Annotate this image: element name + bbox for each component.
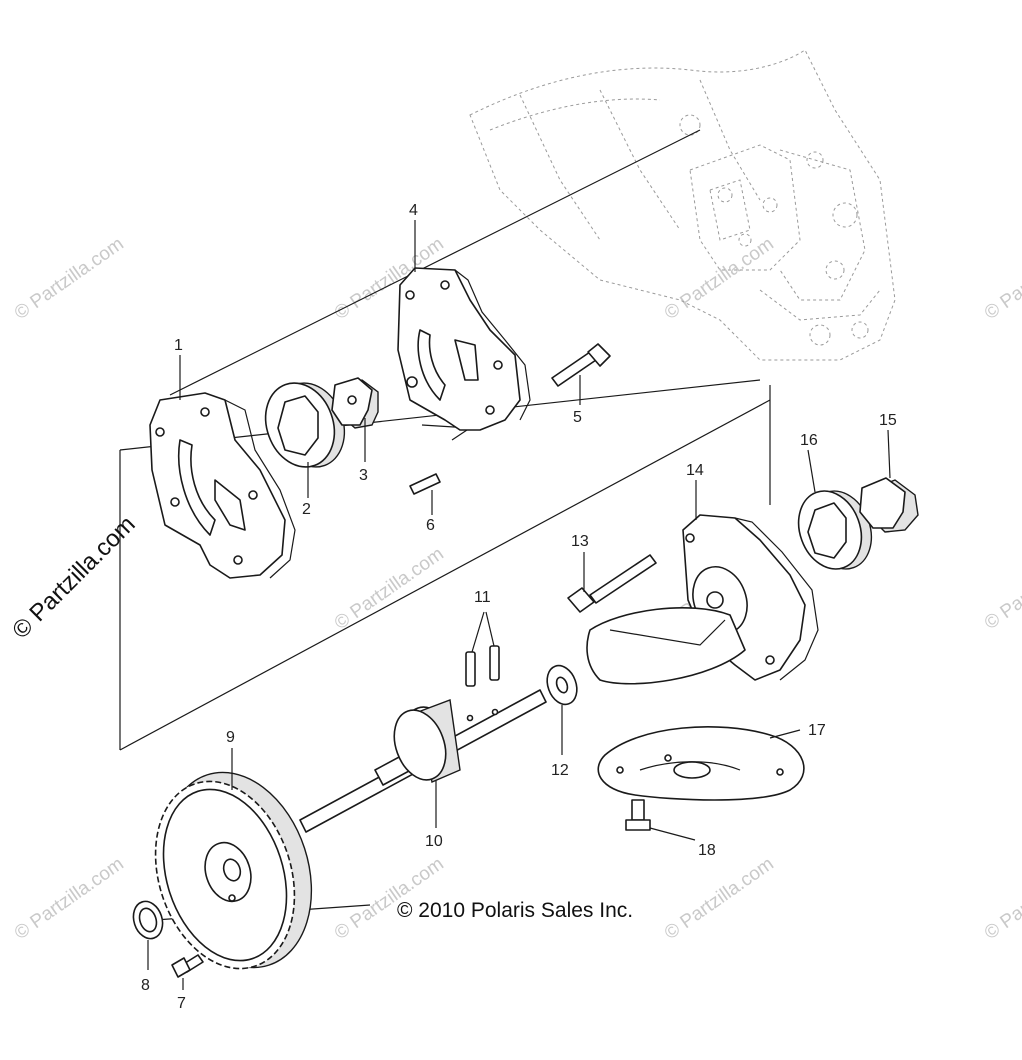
watermark: © Partzilla.com [11,233,128,324]
watermark: © Partzilla.com [981,543,1022,634]
callout-10: 10 [425,833,443,850]
callout-9: 9 [226,729,235,746]
callout-11: 11 [474,589,491,606]
pins-11 [465,611,500,687]
leader-lines [147,220,891,990]
callout-17: 17 [808,722,826,739]
watermark: © Partzilla.com [981,853,1022,944]
callout-6: 6 [426,517,435,534]
callout-12: 12 [551,762,569,779]
callout-14: 14 [686,462,704,479]
gasket-17 [597,726,805,801]
washer-8 [132,900,164,940]
callout-18: 18 [698,842,716,859]
drive-gear-9 [154,771,313,970]
pump-body [397,267,531,431]
watermark: © Partzilla.com [331,543,448,634]
callout-7: 7 [177,995,186,1012]
copyright-text: © 2010 Polaris Sales Inc. [397,899,633,922]
callouts: 1 2 3 4 5 6 7 8 9 10 11 12 13 14 15 16 1… [141,202,897,1012]
callout-15: 15 [879,412,897,429]
callout-5: 5 [573,409,582,426]
bolt-5 [551,343,611,387]
callout-16: 16 [800,432,818,449]
callout-4: 4 [409,202,418,219]
callout-13: 13 [571,533,589,550]
inner-rotor [331,377,379,429]
callout-1: 1 [174,337,183,354]
pump-cover-plate [149,392,296,579]
bolt-7 [171,954,204,978]
washer-12 [546,664,578,706]
strainer-plate [586,607,746,685]
watermark: © Partzilla.com [661,233,778,324]
callout-2: 2 [302,501,311,518]
drive-shaft-10 [299,689,547,833]
bolt-13 [567,554,657,613]
callout-3: 3 [359,467,368,484]
callout-8: 8 [141,977,150,994]
watermark: © Partzilla.com [981,233,1022,324]
bolt-18 [625,799,651,831]
engine-case-outline [469,49,896,361]
dowel-pin-6 [409,473,441,495]
outer-rotor-ring [264,382,346,468]
watermark: © Partzilla.com [11,853,128,944]
watermark: © Partzilla.com [661,853,778,944]
outer-rotor-16 [797,490,873,570]
inner-rotor-15 [859,477,919,533]
